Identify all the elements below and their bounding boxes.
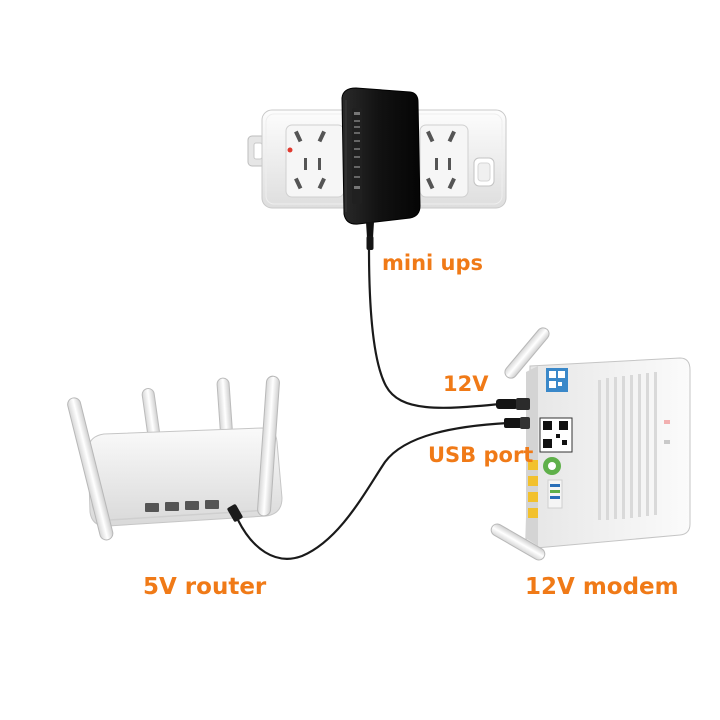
- power-switch: [473, 157, 495, 187]
- qr-sticker-mid: [539, 417, 573, 453]
- cable-modem-usb-to-router: [237, 421, 509, 560]
- label-usb-port: USB port: [428, 443, 534, 467]
- onu-modem: [490, 327, 691, 561]
- mini-ups: [341, 87, 421, 250]
- lan-ports: [528, 460, 538, 518]
- wifi-router: [67, 375, 283, 541]
- usb-plug: [504, 418, 522, 428]
- dc-plug-12v: [496, 399, 518, 409]
- label-mini-ups: mini ups: [382, 251, 484, 275]
- outlet-right: [419, 124, 469, 198]
- outlet-left: [285, 124, 345, 198]
- label-12v: 12V: [443, 372, 489, 396]
- label-5v-router: 5V router: [143, 574, 267, 600]
- green-sticker: [543, 457, 563, 509]
- qr-sticker-top: [546, 368, 568, 392]
- label-12v-modem: 12V modem: [525, 574, 679, 600]
- cable-ups-to-modem: [367, 248, 501, 409]
